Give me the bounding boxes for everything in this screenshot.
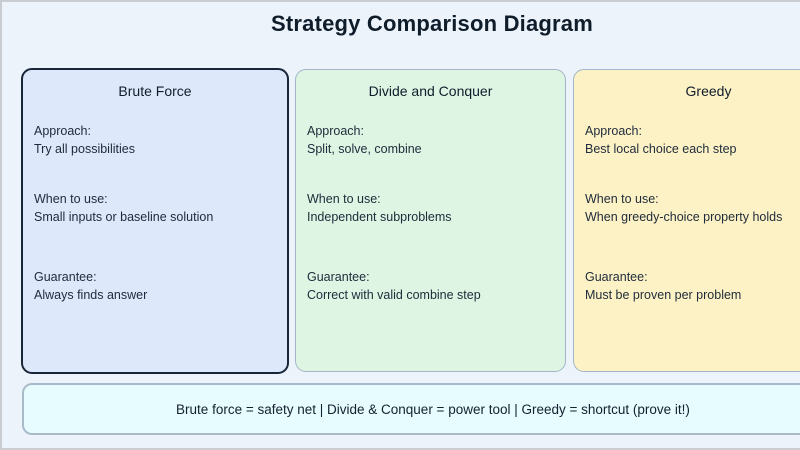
section-value: Try all possibilities (34, 142, 135, 156)
page-title: Strategy Comparison Diagram (270, 11, 594, 36)
card-section-when-to-use: When to use: Independent subproblems (307, 190, 554, 226)
section-value: Best local choice each step (585, 142, 737, 156)
section-label: When to use: (34, 192, 108, 206)
section-value: Must be proven per problem (585, 288, 742, 302)
section-label: Approach: (307, 124, 364, 138)
card-section-when-to-use: When to use: When greedy-choice property… (585, 190, 800, 226)
section-value: Always finds answer (34, 288, 148, 302)
section-label: Guarantee: (585, 270, 648, 284)
card-title: Greedy (685, 83, 732, 99)
section-value: Split, solve, combine (307, 142, 422, 156)
summary-text: Brute force = safety net | Divide & Conq… (176, 401, 690, 417)
summary-banner: Brute force = safety net | Divide & Conq… (22, 383, 800, 435)
section-label: Guarantee: (34, 270, 97, 284)
section-value: When greedy-choice property holds (585, 210, 783, 224)
section-label: When to use: (585, 192, 659, 206)
card-section-when-to-use: When to use: Small inputs or baseline so… (34, 190, 276, 226)
section-label: Guarantee: (307, 270, 370, 284)
section-value: Correct with valid combine step (307, 288, 481, 302)
card-title: Divide and Conquer (368, 83, 493, 99)
card-section-approach: Approach: Best local choice each step (585, 122, 800, 158)
card-section-guarantee: Guarantee: Must be proven per problem (585, 268, 800, 304)
section-value: Independent subproblems (307, 210, 452, 224)
section-label: Approach: (34, 124, 91, 138)
card-section-guarantee: Guarantee: Always finds answer (34, 268, 276, 304)
card-greedy: Greedy Approach: Best local choice each … (573, 69, 800, 372)
card-brute-force: Brute Force Approach: Try all possibilit… (21, 68, 289, 374)
section-label: When to use: (307, 192, 381, 206)
section-value: Small inputs or baseline solution (34, 210, 214, 224)
card-divide-and-conquer: Divide and Conquer Approach: Split, solv… (295, 69, 566, 372)
section-label: Approach: (585, 124, 642, 138)
card-section-guarantee: Guarantee: Correct with valid combine st… (307, 268, 554, 304)
card-title: Brute Force (118, 83, 192, 99)
card-section-approach: Approach: Split, solve, combine (307, 122, 554, 158)
card-section-approach: Approach: Try all possibilities (34, 122, 276, 158)
